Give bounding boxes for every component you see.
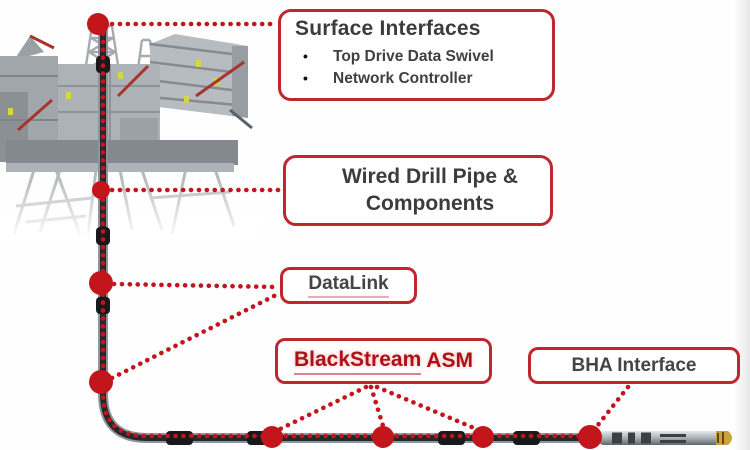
surface-interfaces-title: Surface Interfaces: [295, 17, 481, 40]
bha-tool: [598, 431, 732, 445]
list-item: • Network Controller: [301, 70, 542, 88]
list-item-label: Network Controller: [333, 70, 473, 87]
bha-interface-label: BHA Interface: [571, 354, 697, 376]
node-asm-3: [472, 426, 494, 448]
network-node-dots: [87, 13, 602, 449]
callout-bha-interface: BHA Interface: [528, 347, 740, 384]
node-datalink-upper: [89, 271, 113, 295]
node-datalink-lower: [89, 370, 113, 394]
callout-datalink: DataLink: [280, 267, 417, 304]
node-top-drive: [87, 13, 109, 35]
callout-surface-interfaces: Surface Interfaces • Top Drive Data Swiv…: [278, 9, 555, 101]
connector-blackstream-middle: [368, 384, 387, 432]
image-edge-shading: [734, 0, 750, 450]
callout-connector-lines: [109, 21, 631, 434]
oil-rig-illustration: [0, 24, 262, 240]
bullet-icon: •: [303, 48, 308, 64]
callout-blackstream-asm: BlackStream ASM: [275, 338, 492, 384]
pipe-telemetry-dotted-line: [100, 31, 591, 439]
bullet-icon: •: [303, 70, 308, 86]
node-wired-pipe: [92, 181, 110, 199]
connector-bha-interface: [591, 384, 631, 433]
connector-blackstream-left: [273, 384, 369, 434]
drill-bit-icon: [716, 431, 732, 445]
datalink-label: DataLink: [308, 273, 389, 298]
wired-drill-pipe-label: Wired Drill Pipe & Components: [341, 165, 518, 215]
connector-datalink-lower: [109, 292, 279, 381]
node-asm-1: [261, 426, 283, 448]
node-bha: [578, 425, 602, 449]
list-item-label: Top Drive Data Swivel: [333, 48, 494, 65]
callout-wired-drill-pipe: Wired Drill Pipe & Components: [283, 155, 553, 226]
list-item: • Top Drive Data Swivel: [301, 48, 542, 66]
surface-interfaces-list: • Top Drive Data Swivel • Network Contro…: [301, 48, 542, 88]
node-asm-2: [372, 426, 394, 448]
asm-label: ASM: [421, 349, 473, 372]
connector-datalink-upper: [111, 281, 280, 290]
blackstream-label: BlackStream: [294, 348, 422, 375]
connector-blackstream-right: [374, 384, 484, 434]
